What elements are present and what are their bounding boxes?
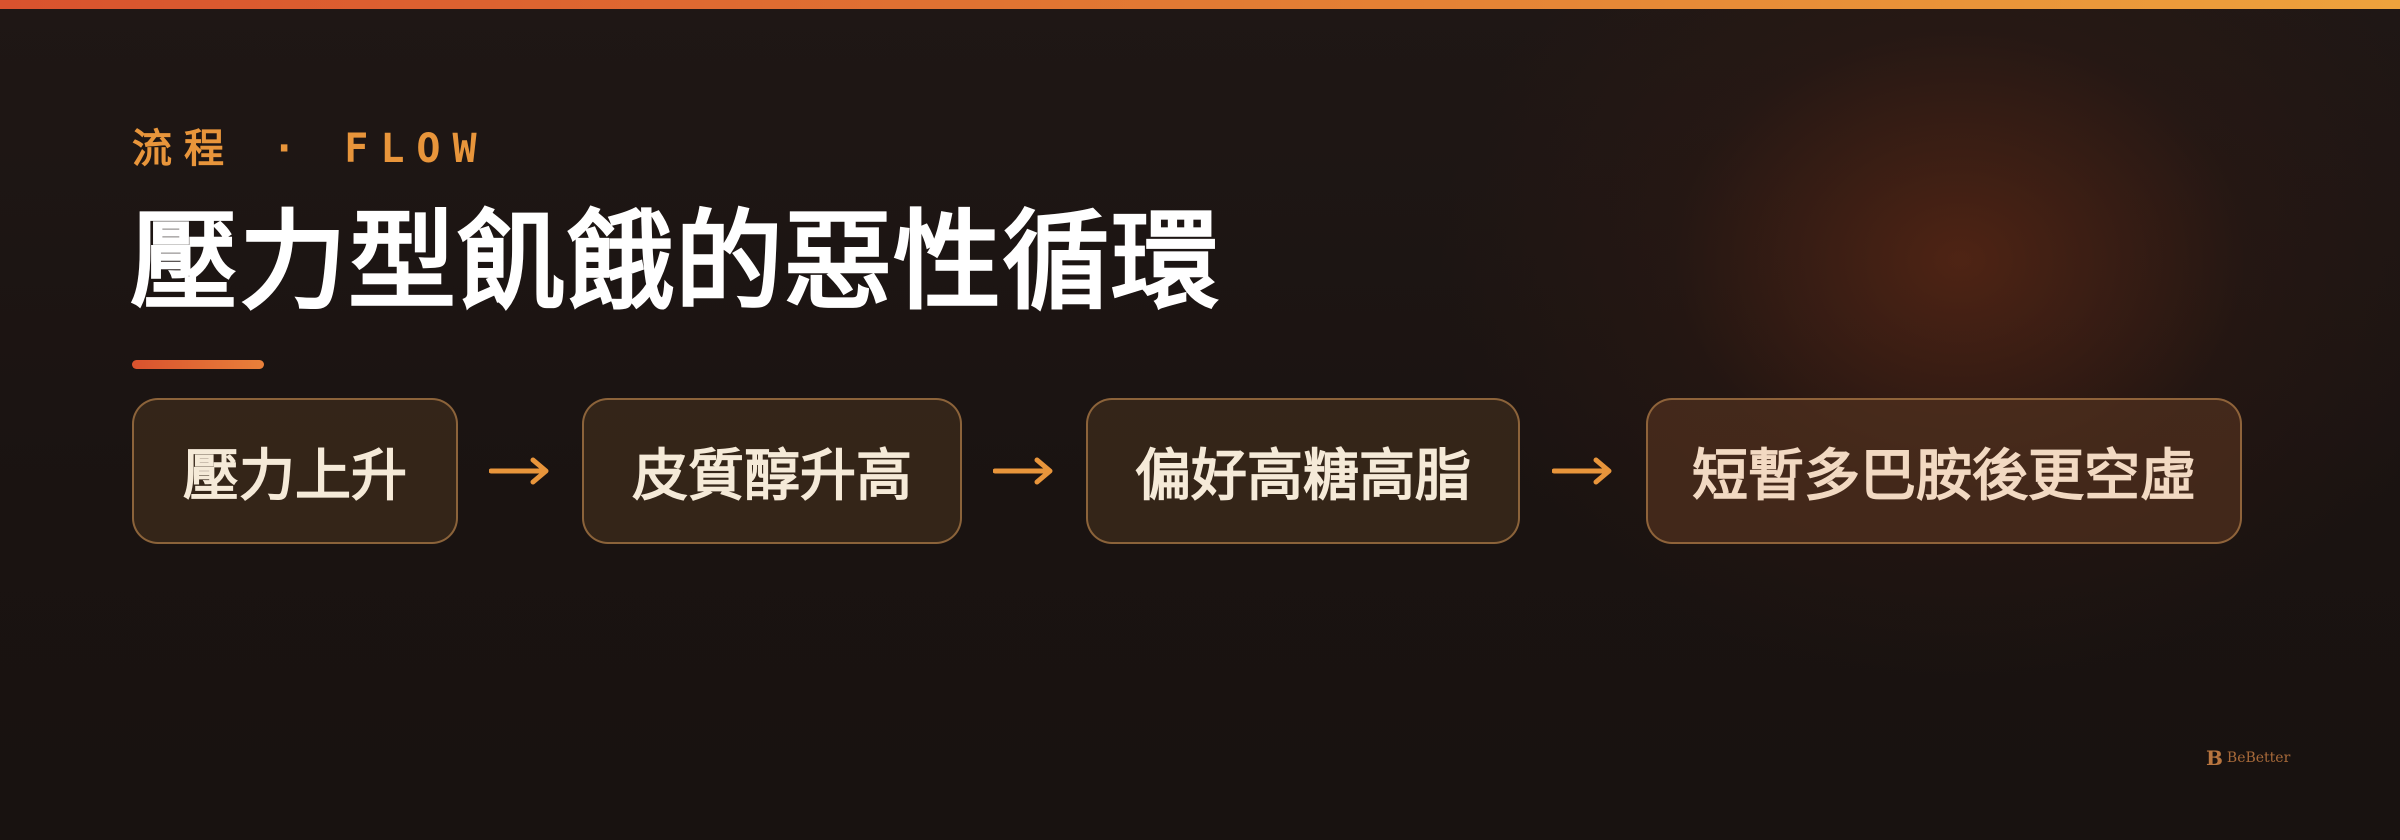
flow-step-craving: 偏好高糖高脂: [1086, 398, 1520, 544]
brand-mark: B: [2206, 746, 2223, 770]
flow-step-stress: 壓力上升: [132, 398, 458, 544]
brand-name: BeBetter: [2226, 750, 2291, 766]
section-eyebrow: 流程 · FLOW: [132, 126, 489, 172]
flow-step-label: 皮質醇升高: [632, 443, 912, 509]
top-accent-bar: [0, 0, 2400, 9]
flow-step-label: 短暫多巴胺後更空虛: [1692, 443, 2196, 509]
arrow-right-icon: [458, 398, 582, 544]
arrow-right-icon: [962, 398, 1086, 544]
brand-logo: B BeBetter: [2206, 746, 2290, 770]
flow-step-dopamine: 短暫多巴胺後更空虛: [1646, 398, 2242, 544]
flow-step-cortisol: 皮質醇升高: [582, 398, 962, 544]
page-title: 壓力型飢餓的惡性循環: [130, 200, 1221, 325]
flow-step-label: 偏好高糖高脂: [1135, 443, 1471, 509]
flow-diagram: 壓力上升 皮質醇升高 偏好高糖高脂 短暫: [132, 398, 2242, 544]
title-underline: [132, 360, 264, 369]
arrow-right-icon: [1520, 398, 1646, 544]
flow-step-label: 壓力上升: [183, 443, 407, 509]
